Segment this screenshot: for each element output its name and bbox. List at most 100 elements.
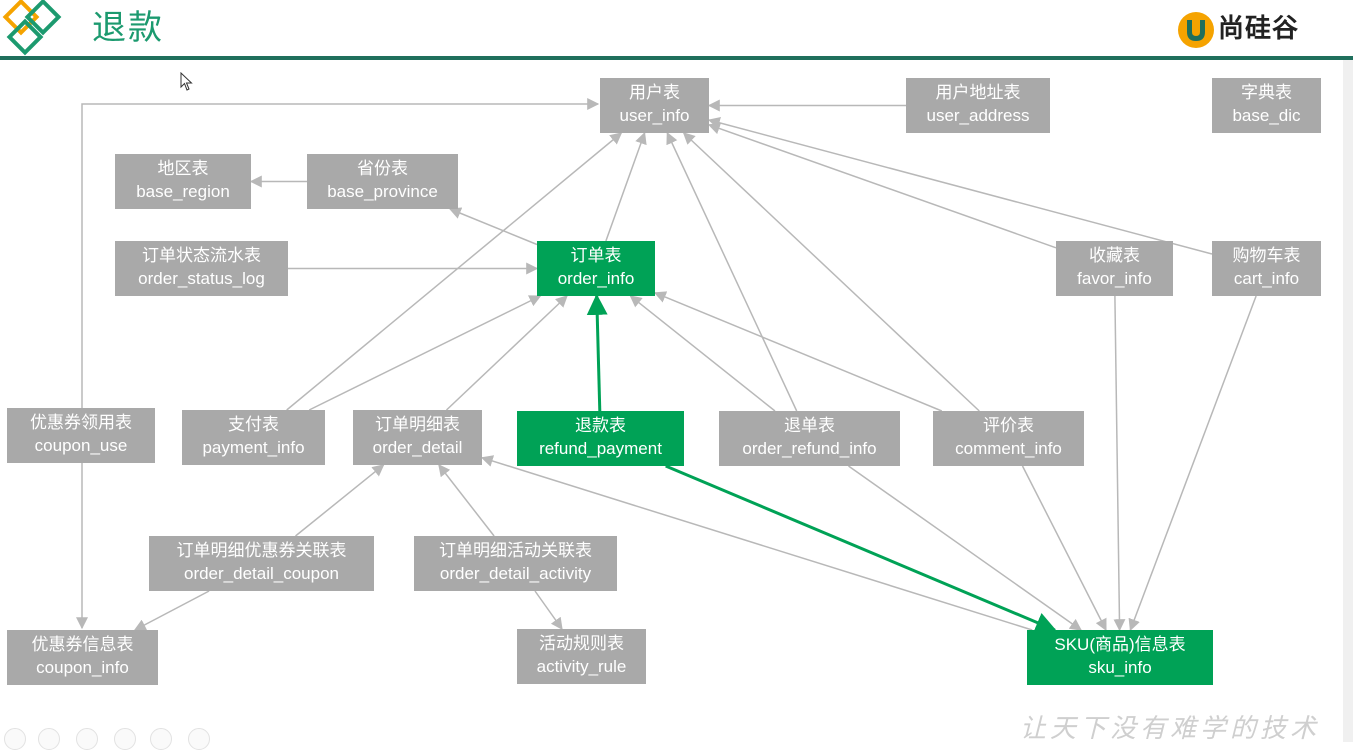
edge-order-detail-activity-to-order-detail xyxy=(438,464,495,537)
node-en-label: payment_info xyxy=(202,438,305,457)
node-cn-label: 订单明细表 xyxy=(375,415,460,434)
brand-logo-icon xyxy=(1178,12,1214,48)
node-cn-label: 地区表 xyxy=(157,159,209,178)
node-en-label: order_info xyxy=(557,269,635,288)
zoom-icon[interactable] xyxy=(150,728,172,750)
table-node-activity-rule[interactable]: 活动规则表 activity_rule xyxy=(517,629,646,684)
node-cn-label: 优惠券信息表 xyxy=(31,635,134,654)
table-node-payment-info[interactable]: 支付表 payment_info xyxy=(182,410,325,465)
node-en-label: comment_info xyxy=(955,439,1062,458)
node-cn-label: SKU(商品)信息表 xyxy=(1054,635,1186,654)
node-en-label: coupon_use xyxy=(34,436,128,455)
next-icon[interactable] xyxy=(38,728,60,750)
node-en-label: coupon_info xyxy=(36,658,129,677)
edge-comment-info-to-sku-info xyxy=(1021,465,1107,632)
slogan-watermark: 让天下没有难学的技术 xyxy=(1020,714,1321,744)
node-cn-label: 订单状态流水表 xyxy=(142,246,261,265)
table-node-refund-payment[interactable]: 退款表 refund_payment xyxy=(517,411,684,466)
edge-refund-payment-to-sku-info xyxy=(665,464,1057,633)
table-node-order-detail-activity[interactable]: 订单明细活动关联表 order_detail_activity xyxy=(414,536,617,591)
table-node-comment-info[interactable]: 评价表 comment_info xyxy=(933,411,1084,466)
node-cn-label: 用户地址表 xyxy=(935,83,1021,102)
edge-payment-info-to-order-info xyxy=(308,295,542,411)
prev-icon[interactable] xyxy=(4,728,26,750)
node-en-label: order_detail_activity xyxy=(439,564,592,583)
edge-cart-info-to-user-info xyxy=(707,116,1213,255)
page-title: 退款 xyxy=(92,8,164,48)
edge-order-detail-coupon-to-order-detail xyxy=(295,464,385,537)
table-node-sku-info[interactable]: SKU(商品)信息表 sku_info xyxy=(1027,630,1213,685)
node-cn-label: 订单表 xyxy=(570,246,622,265)
table-node-order-detail[interactable]: 订单明细表 order_detail xyxy=(353,410,482,465)
table-node-order-info[interactable]: 订单表 order_info xyxy=(537,241,655,296)
node-en-label: user_info xyxy=(619,106,690,125)
node-cn-label: 评价表 xyxy=(983,416,1034,435)
node-cn-label: 字典表 xyxy=(1241,83,1292,102)
node-cn-label: 订单明细优惠券关联表 xyxy=(176,541,347,560)
table-node-order-refund-info[interactable]: 退单表 order_refund_info xyxy=(719,411,900,466)
edge-order-refund-info-to-sku-info xyxy=(848,465,1082,631)
edge-favor-info-to-user-info xyxy=(707,122,1057,249)
pen-icon[interactable] xyxy=(76,728,98,750)
edge-order-detail-activity-to-activity-rule xyxy=(534,590,563,630)
node-cn-label: 用户表 xyxy=(629,83,680,102)
table-node-base-dic[interactable]: 字典表 base_dic xyxy=(1212,78,1321,133)
node-en-label: base_dic xyxy=(1232,106,1301,125)
table-node-user-info[interactable]: 用户表 user_info xyxy=(600,78,709,133)
node-en-label: base_region xyxy=(136,182,230,201)
table-node-coupon-use[interactable]: 优惠券领用表 coupon_use xyxy=(7,408,155,463)
node-en-label: base_province xyxy=(327,182,438,201)
edge-order-detail-coupon-to-coupon-info xyxy=(133,590,210,631)
edge-comment-info-to-order-info xyxy=(653,291,943,412)
node-cn-label: 退款表 xyxy=(575,416,626,435)
edge-order-info-to-base-province xyxy=(448,207,538,246)
node-en-label: order_detail_coupon xyxy=(183,564,339,583)
node-cn-label: 订单明细活动关联表 xyxy=(439,541,592,560)
node-en-label: order_status_log xyxy=(138,269,265,288)
slide-header: 退款 尚硅谷 xyxy=(0,0,1353,60)
node-en-label: order_refund_info xyxy=(742,439,877,458)
header-divider xyxy=(0,56,1353,60)
table-node-user-address[interactable]: 用户地址表 user_address xyxy=(906,78,1050,133)
node-cn-label: 省份表 xyxy=(357,159,408,178)
more-icon[interactable] xyxy=(188,728,210,750)
node-en-label: activity_rule xyxy=(536,657,627,676)
table-node-coupon-info[interactable]: 优惠券信息表 coupon_info xyxy=(7,630,158,685)
slides-icon[interactable] xyxy=(114,728,136,750)
edge-payment-info-to-user-info xyxy=(286,132,623,411)
scroll-edge xyxy=(1343,60,1353,742)
node-en-label: favor_info xyxy=(1077,269,1152,288)
node-en-label: refund_payment xyxy=(539,439,662,458)
mouse-pointer-icon xyxy=(180,72,193,91)
edge-sku-info-to-order-detail xyxy=(480,455,1033,631)
node-cn-label: 活动规则表 xyxy=(539,634,624,653)
node-en-label: sku_info xyxy=(1088,658,1152,677)
edge-refund-payment-to-order-info xyxy=(586,293,608,412)
node-en-label: cart_info xyxy=(1233,269,1300,288)
node-cn-label: 购物车表 xyxy=(1232,246,1301,265)
node-en-label: user_address xyxy=(926,106,1030,125)
table-node-favor-info[interactable]: 收藏表 favor_info xyxy=(1056,241,1173,296)
edge-comment-info-to-user-info xyxy=(682,132,980,412)
edge-order-detail-to-order-info xyxy=(445,295,568,411)
edge-coupon-use-to-user-info xyxy=(81,98,600,408)
edge-order-info-to-user-info xyxy=(605,131,647,242)
edge-order-refund-info-to-user-info xyxy=(666,131,798,412)
brand-name: 尚硅谷 xyxy=(1218,14,1300,44)
presentation-toolbar xyxy=(0,722,240,750)
table-node-cart-info[interactable]: 购物车表 cart_info xyxy=(1212,241,1321,296)
table-node-base-province[interactable]: 省份表 base_province xyxy=(307,154,458,209)
table-node-order-status-log[interactable]: 订单状态流水表 order_status_log xyxy=(115,241,288,296)
node-cn-label: 退单表 xyxy=(784,416,835,435)
edge-cart-info-to-sku-info xyxy=(1128,295,1257,632)
edge-order-refund-info-to-order-info xyxy=(629,295,776,412)
diamond-logo-icon xyxy=(2,0,62,56)
table-node-order-detail-coupon[interactable]: 订单明细优惠券关联表 order_detail_coupon xyxy=(149,536,374,591)
node-cn-label: 优惠券领用表 xyxy=(30,413,132,432)
node-en-label: order_detail xyxy=(372,438,463,457)
edge-favor-info-to-sku-info xyxy=(1113,295,1126,632)
node-cn-label: 收藏表 xyxy=(1089,246,1140,265)
table-node-base-region[interactable]: 地区表 base_region xyxy=(115,154,251,209)
node-cn-label: 支付表 xyxy=(228,415,279,434)
